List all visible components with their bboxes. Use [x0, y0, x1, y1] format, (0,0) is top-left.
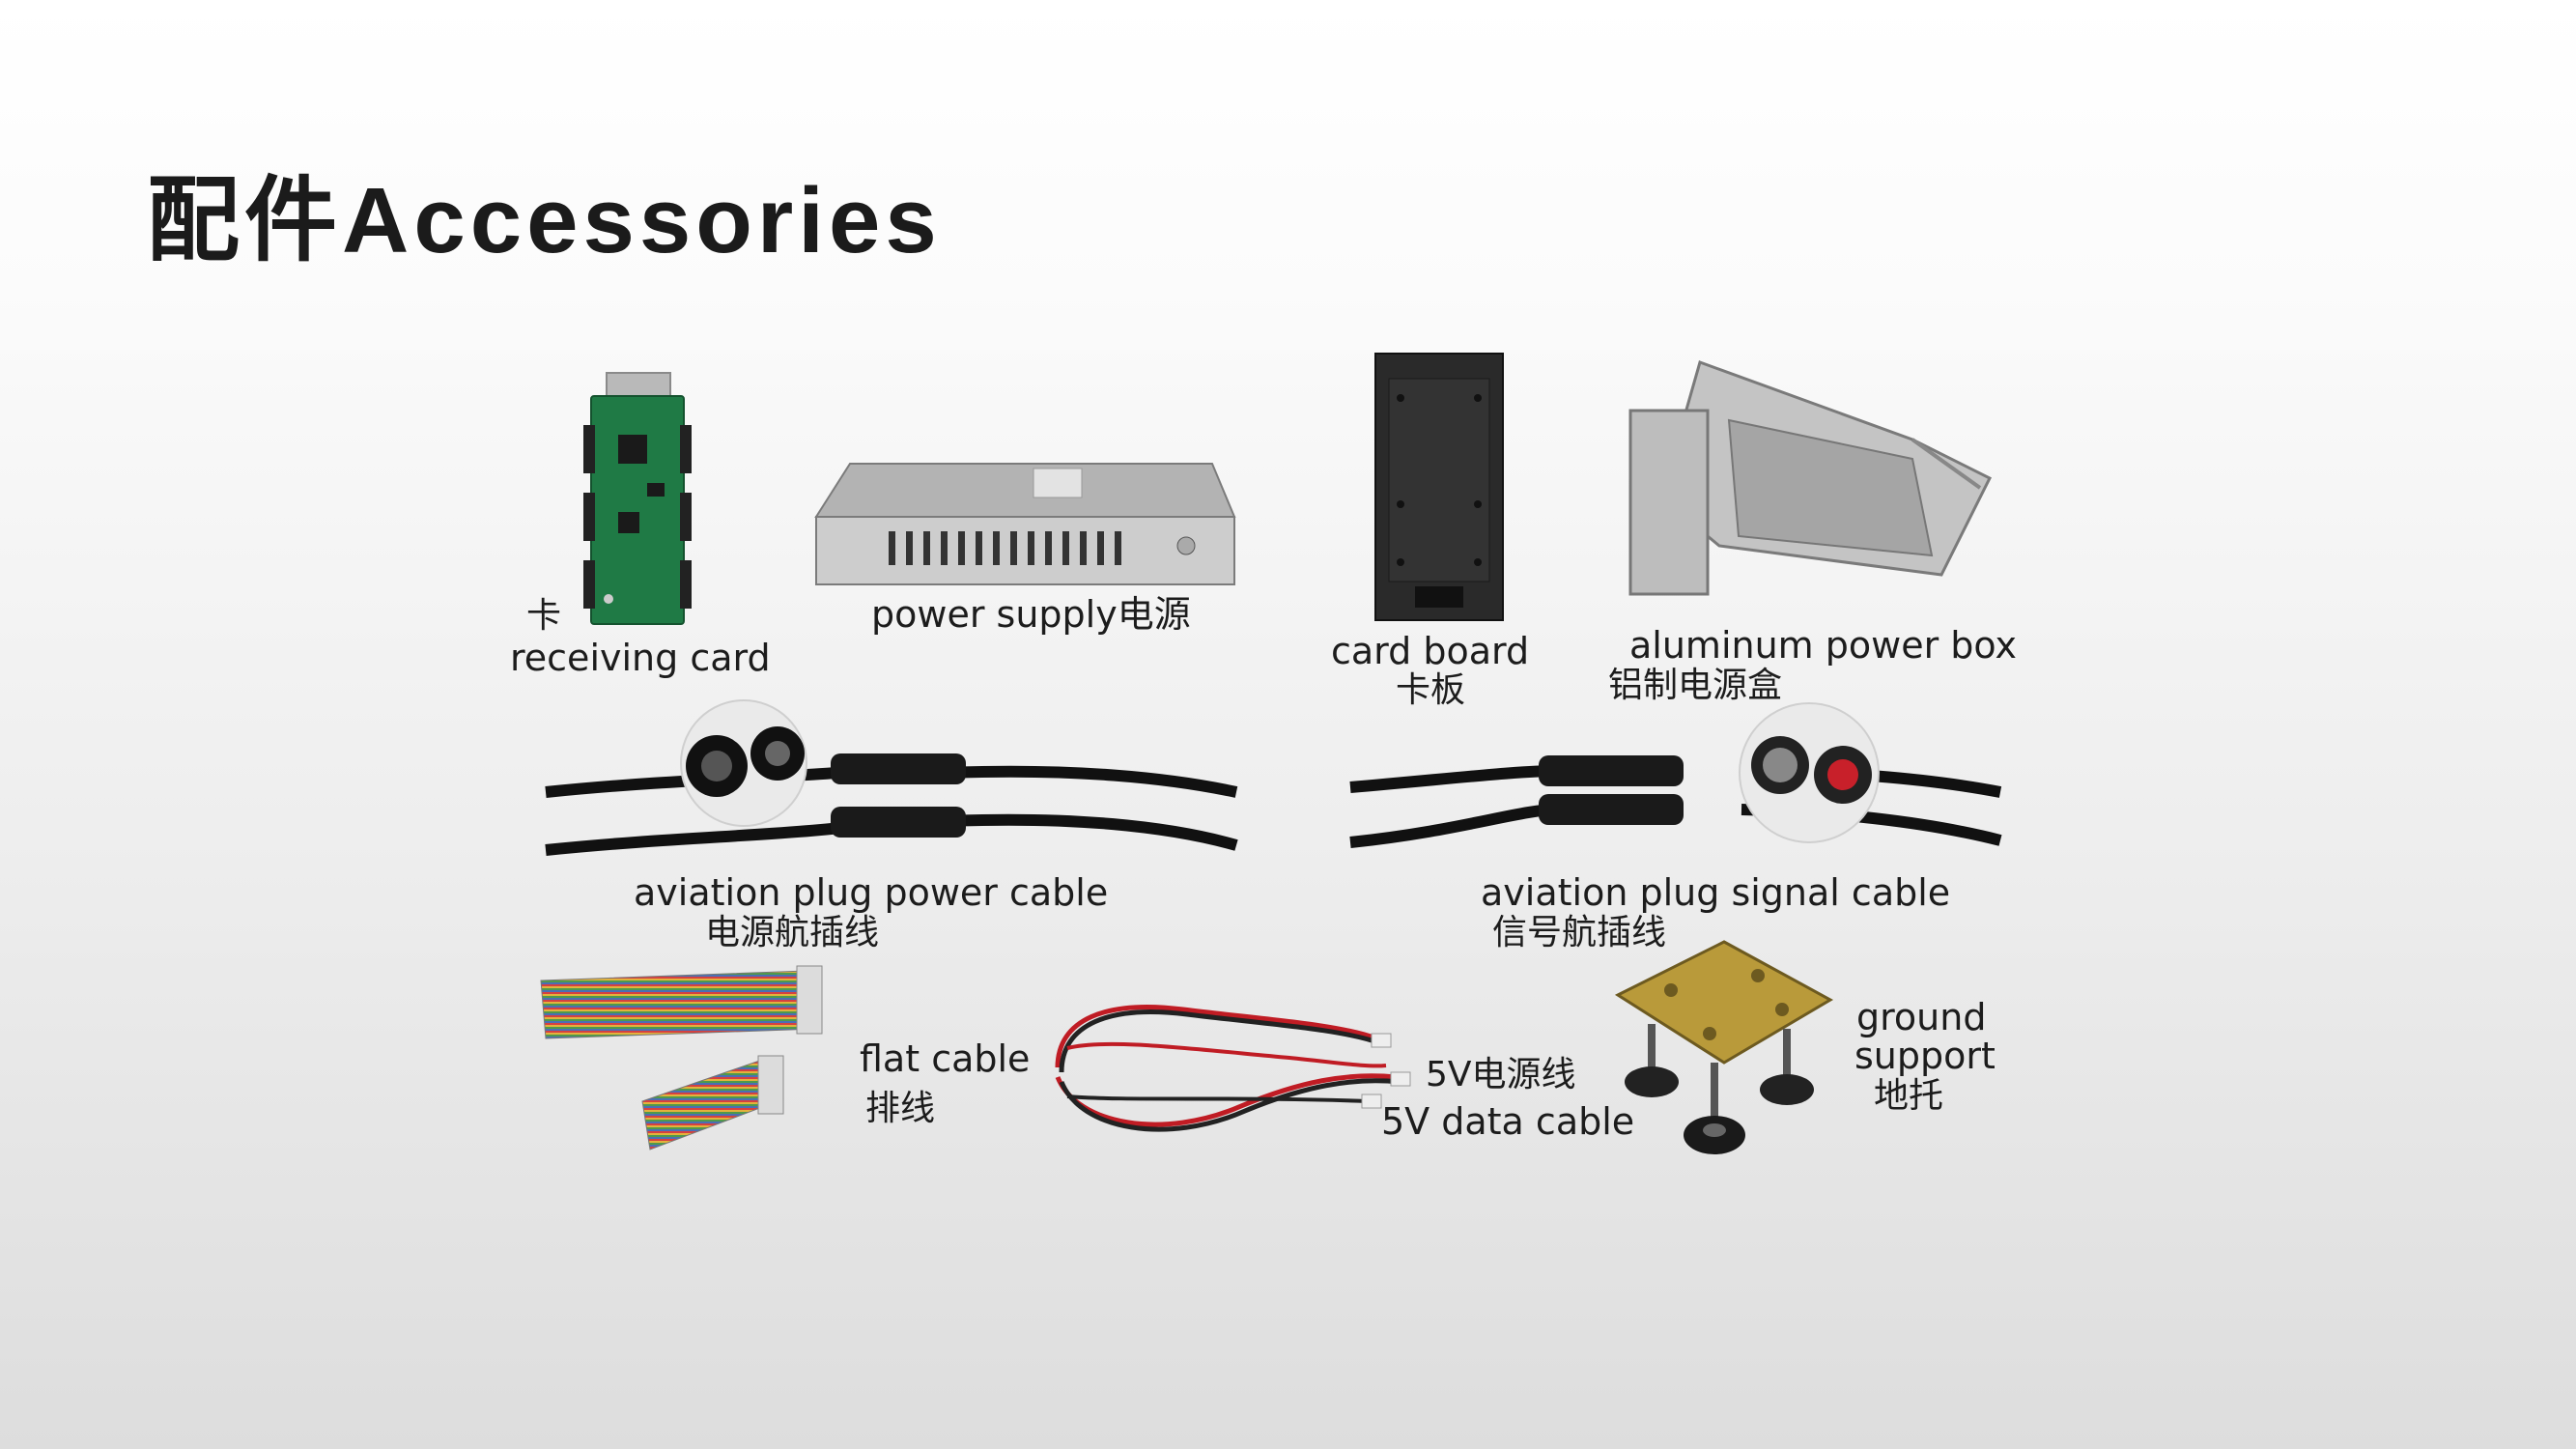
card-board-image — [1374, 353, 1504, 621]
aluminum-power-box-label-cn: 铝制电源盒 — [1608, 666, 1783, 705]
receiving-card-label-en: receiving card — [510, 637, 771, 679]
flat-cable-label-cn: 排线 — [865, 1089, 936, 1128]
receiving-card-image — [583, 372, 692, 625]
power-cable-label-en: aviation plug power cable — [634, 871, 1109, 914]
ground-support-label-en-2: support — [1854, 1035, 1996, 1077]
data-cable-5v-label-cn: 5V电源线 — [1426, 1055, 1576, 1094]
ground-support-label-en-1: ground — [1856, 996, 1987, 1038]
aluminum-power-box-image — [1628, 360, 1993, 596]
data-cable-5v-label-en: 5V data cable — [1381, 1100, 1635, 1143]
ground-support-image — [1614, 940, 1834, 1154]
power-cable-image — [545, 699, 1238, 856]
signal-cable-image — [1349, 702, 2002, 848]
signal-cable-label-en: aviation plug signal cable — [1481, 871, 1951, 914]
power-cable-label-cn: 电源航插线 — [705, 913, 880, 952]
power-supply-image — [814, 463, 1236, 585]
data-cable-5v-image — [1055, 1005, 1411, 1132]
receiving-card-label-cn: 卡 — [526, 596, 562, 636]
card-board-label-cn: 卡板 — [1396, 670, 1466, 710]
flat-cable-image — [540, 965, 823, 1151]
aluminum-power-box-label-en: aluminum power box — [1629, 624, 2017, 667]
page-title: 配件Accessories — [147, 169, 942, 272]
ground-support-label-cn: 地托 — [1874, 1076, 1944, 1116]
card-board-label-en: card board — [1331, 630, 1530, 672]
power-supply-label: power supply电源 — [871, 593, 1191, 636]
flat-cable-label-en: flat cable — [860, 1037, 1031, 1080]
signal-cable-label-cn: 信号航插线 — [1492, 913, 1667, 952]
